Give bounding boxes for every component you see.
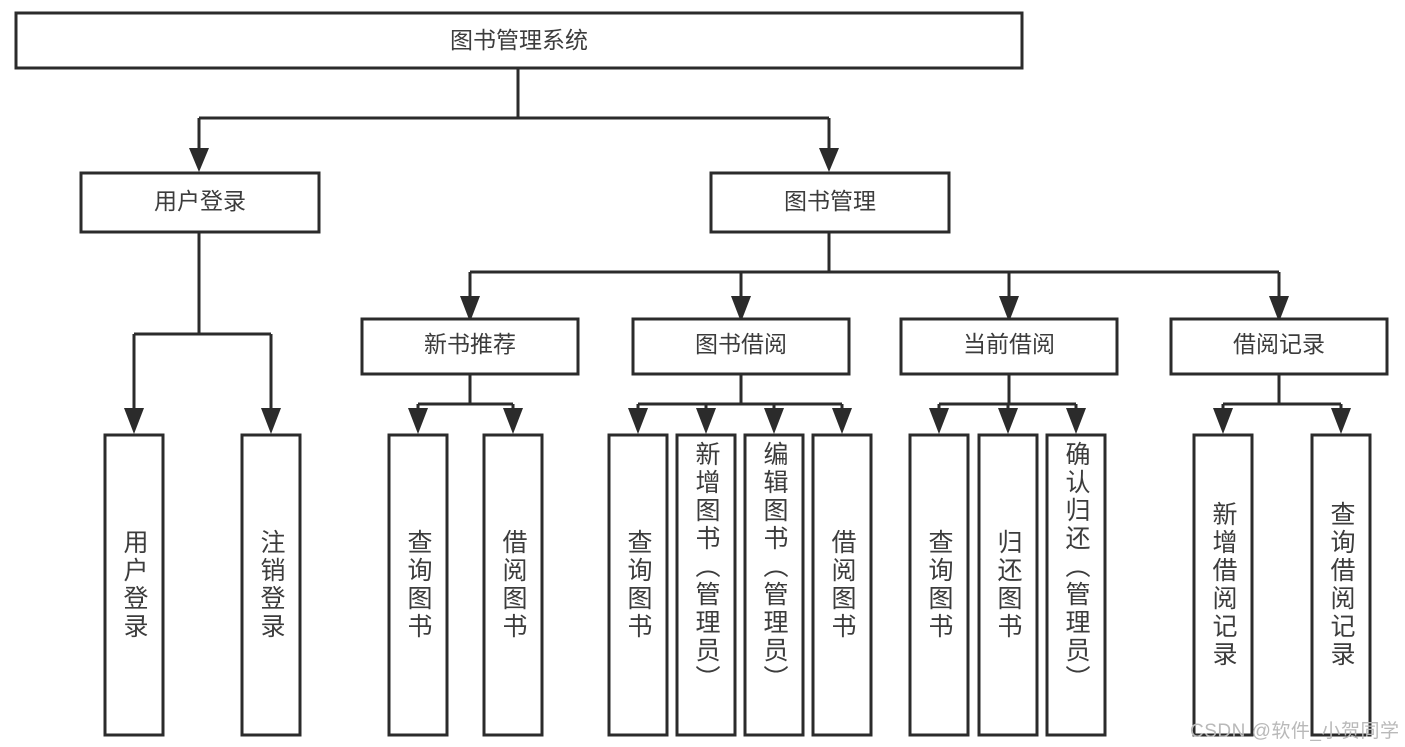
leaf-box-new-book-1[interactable]	[387, 433, 449, 737]
arrow-head-leaf-book-borrow-1	[628, 408, 648, 434]
connector-group-borrow-record	[1213, 374, 1351, 434]
arrow-head-borrow-record	[1269, 296, 1289, 322]
arrow-head-leaf-current-borrow-3	[1066, 408, 1086, 434]
arrow-head-leaf-new-book-1	[408, 408, 428, 434]
arrow-head-current-borrow	[999, 296, 1019, 322]
node-book-manage[interactable]: 图书管理	[709, 171, 951, 234]
leaf-box-new-book-2[interactable]	[482, 433, 544, 737]
leaf-group-book-borrow	[607, 433, 873, 737]
leaf-box-borrow-record-1[interactable]	[1192, 433, 1254, 737]
arrow-head-leaf-book-borrow-4	[832, 408, 852, 434]
leaf-box-book-borrow-1[interactable]	[607, 433, 669, 737]
arrow-head-user-login	[189, 148, 209, 172]
arrow-head-book-borrow	[731, 296, 751, 322]
node-borrow-record-label: 借阅记录	[1233, 331, 1325, 357]
node-book-manage-label: 图书管理	[784, 188, 876, 214]
leaf-box-book-borrow-3[interactable]	[743, 433, 805, 737]
leaf-group-user-login	[103, 433, 302, 737]
node-new-book-recommend-box[interactable]	[360, 317, 580, 376]
arrow-head-leaf-book-borrow-3	[764, 408, 784, 434]
arrow-head-leaf-user-login-1	[124, 408, 144, 434]
leaf-box-borrow-record-2[interactable]	[1310, 433, 1372, 737]
leaf-box-current-borrow-2[interactable]	[977, 433, 1039, 737]
node-root[interactable]: 图书管理系统	[14, 11, 1024, 70]
connector-group-user-login	[124, 232, 281, 434]
arrow-head-book-manage	[819, 148, 839, 172]
node-book-borrow[interactable]: 图书借阅	[631, 317, 851, 376]
arrow-head-leaf-new-book-2	[503, 408, 523, 434]
leaf-box-current-borrow-1[interactable]	[908, 433, 970, 737]
node-root-box[interactable]	[14, 11, 1024, 70]
connector-group-book-manage	[460, 232, 1289, 322]
leaf-group-borrow-record	[1192, 433, 1372, 737]
connector-group-new-book	[408, 374, 523, 434]
node-book-manage-box[interactable]	[709, 171, 951, 234]
leaf-group-current-borrow	[908, 433, 1107, 737]
node-current-borrow-box[interactable]	[899, 317, 1119, 376]
node-book-borrow-box[interactable]	[631, 317, 851, 376]
connector-group-book-borrow	[628, 374, 852, 434]
leaf-box-book-borrow-4[interactable]	[811, 433, 873, 737]
leaf-box-user-login-1[interactable]	[103, 433, 165, 737]
node-borrow-record-box[interactable]	[1169, 317, 1389, 376]
arrow-head-leaf-current-borrow-1	[929, 408, 949, 434]
node-current-borrow-label: 当前借阅	[963, 331, 1055, 357]
leaf-box-book-borrow-2[interactable]	[675, 433, 737, 737]
arrow-head-new-book	[460, 296, 480, 322]
connector-group-root	[189, 68, 839, 172]
leaf-group-new-book-recommend	[387, 433, 544, 737]
arrow-head-leaf-user-login-2	[261, 408, 281, 434]
node-user-login[interactable]: 用户登录	[79, 171, 321, 234]
node-user-login-label: 用户登录	[154, 188, 246, 214]
node-new-book-recommend[interactable]: 新书推荐	[360, 317, 580, 376]
node-new-book-recommend-label: 新书推荐	[424, 331, 516, 357]
csdn-watermark: CSDN @软件_小贺同学	[1190, 721, 1400, 742]
node-book-borrow-label: 图书借阅	[695, 331, 787, 357]
node-root-label: 图书管理系统	[450, 27, 588, 53]
connector-group-current-borrow	[929, 374, 1086, 434]
arrow-head-leaf-book-borrow-2	[696, 408, 716, 434]
leaf-box-current-borrow-3[interactable]	[1045, 433, 1107, 737]
arrow-head-leaf-borrow-record-1	[1213, 408, 1233, 434]
node-user-login-box[interactable]	[79, 171, 321, 234]
arrow-head-leaf-current-borrow-2	[998, 408, 1018, 434]
arrow-head-leaf-borrow-record-2	[1331, 408, 1351, 434]
node-current-borrow[interactable]: 当前借阅	[899, 317, 1119, 376]
node-borrow-record[interactable]: 借阅记录	[1169, 317, 1389, 376]
leaf-box-user-login-2[interactable]	[240, 433, 302, 737]
